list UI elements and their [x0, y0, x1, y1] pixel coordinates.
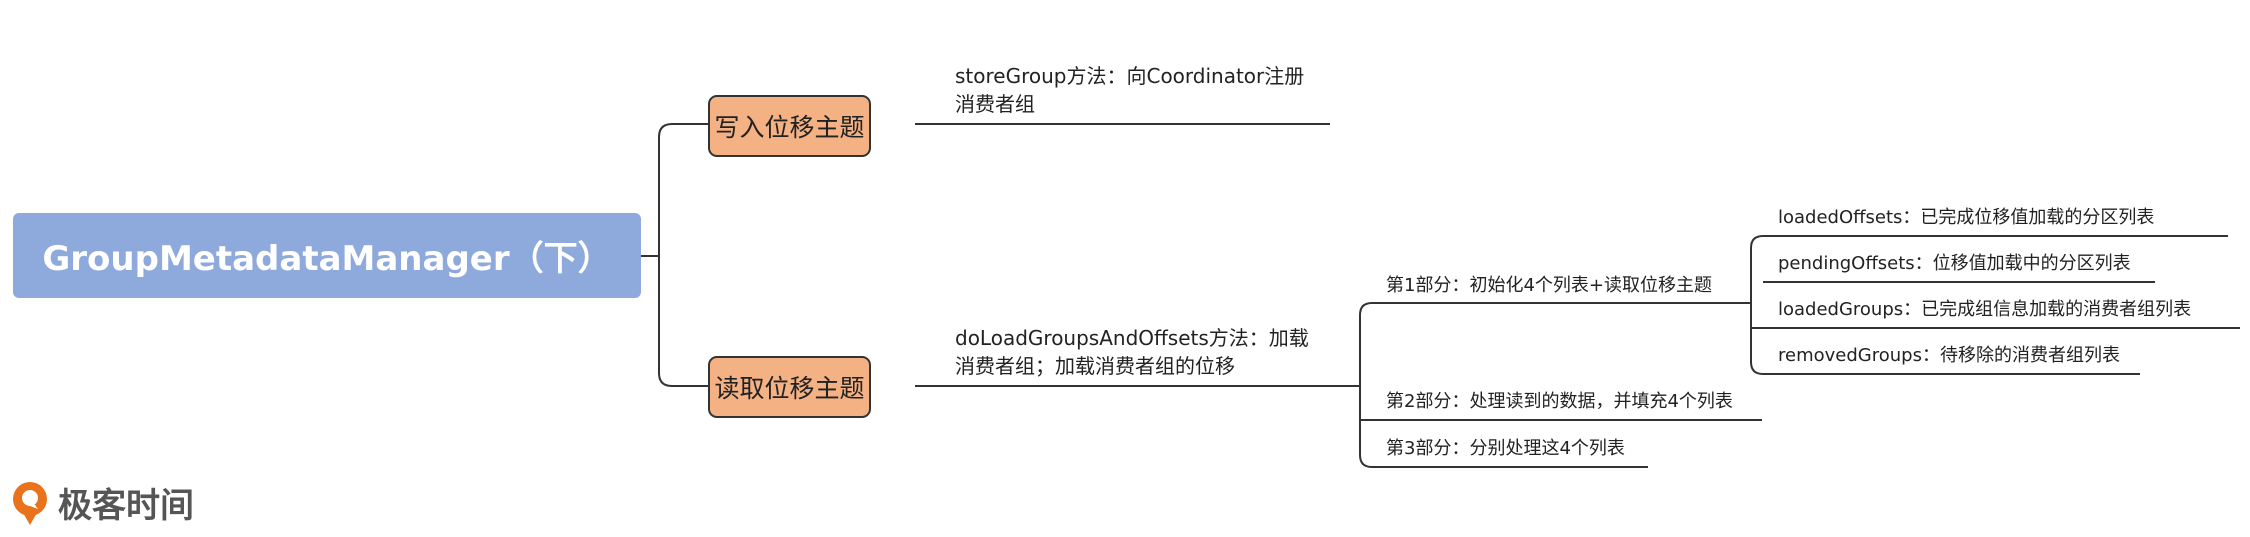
branch-write-label: 写入位移主题 — [714, 113, 865, 142]
read-detail: doLoadGroupsAndOffsets方法：加载 消费者组；加载消费者组的… — [955, 324, 1309, 380]
geektime-logo-icon — [13, 481, 47, 525]
geektime-logo: 极客时间 — [8, 478, 194, 527]
list-pending-offsets: pendingOffsets：位移值加载中的分区列表 — [1778, 253, 2131, 274]
write-detail-line-2: 消费者组 — [955, 92, 1035, 116]
part-2-node: 第2部分：处理读到的数据，并填充4个列表 — [1386, 391, 1733, 412]
read-detail-line-2: 消费者组；加载消费者组的位移 — [955, 354, 1235, 378]
list-removed-groups: removedGroups：待移除的消费者组列表 — [1778, 345, 2120, 366]
root-node-label: GroupMetadataManager（下） — [42, 239, 612, 279]
read-detail-line-1: doLoadGroupsAndOffsets方法：加载 — [955, 326, 1309, 350]
branch-write-offset-topic: 写入位移主题 — [708, 95, 871, 157]
root-node: GroupMetadataManager（下） — [13, 213, 641, 298]
branch-read-label: 读取位移主题 — [714, 374, 865, 403]
part-3-node: 第3部分：分别处理这4个列表 — [1386, 438, 1625, 459]
part-1-node: 第1部分：初始化4个列表+读取位移主题 — [1386, 275, 1712, 296]
branch-read-offset-topic: 读取位移主题 — [708, 356, 871, 418]
write-detail-line-1: storeGroup方法：向Coordinator注册 — [955, 64, 1305, 88]
geektime-logo-text: 极客时间 — [58, 486, 194, 526]
write-detail: storeGroup方法：向Coordinator注册 消费者组 — [955, 62, 1304, 118]
list-loaded-offsets: loadedOffsets：已完成位移值加载的分区列表 — [1778, 207, 2155, 228]
list-loaded-groups: loadedGroups：已完成组信息加载的消费者组列表 — [1778, 299, 2192, 320]
